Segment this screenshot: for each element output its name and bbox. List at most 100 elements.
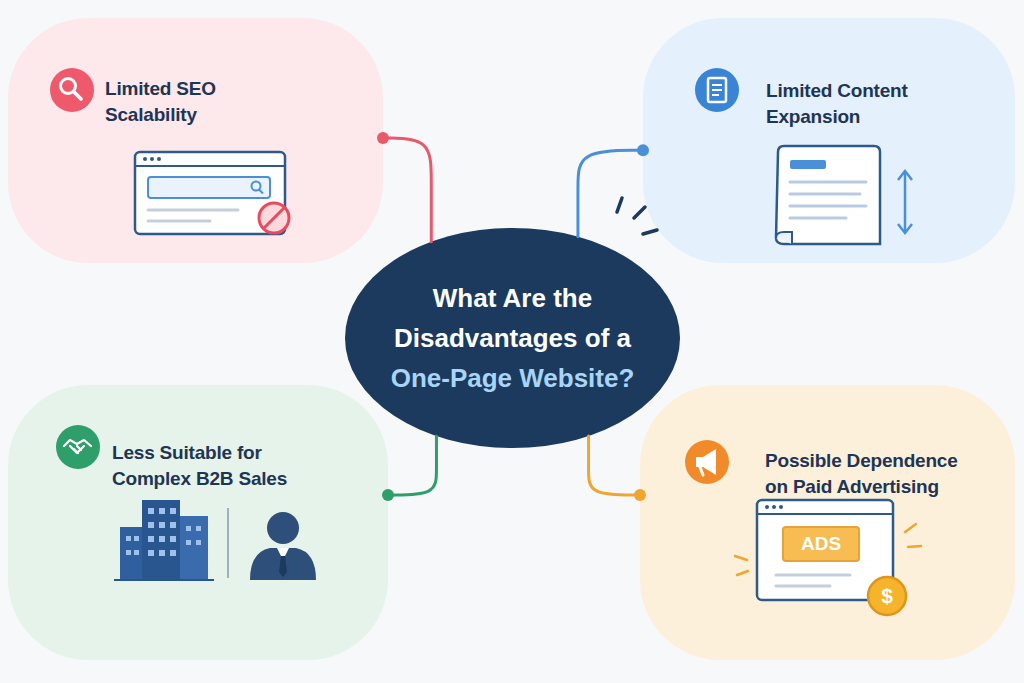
spark-line xyxy=(737,571,748,575)
topic-box: Possible Dependence on Paid Advertising xyxy=(640,385,1015,660)
document-icon xyxy=(712,84,722,86)
topic-title: Less Suitable for Complex B2B Sales xyxy=(112,440,312,492)
building xyxy=(180,516,208,580)
topic-box: Limited SEO Scalability xyxy=(8,18,383,263)
window xyxy=(148,508,154,514)
connector-dot xyxy=(634,489,646,501)
spark-line xyxy=(905,524,916,532)
search-glass xyxy=(259,190,263,194)
spark-line xyxy=(908,546,921,547)
connector-dot xyxy=(377,132,389,144)
person-head xyxy=(267,512,299,544)
connector-dot xyxy=(637,144,649,156)
window xyxy=(134,550,139,555)
window xyxy=(126,550,131,555)
window xyxy=(196,540,201,545)
window xyxy=(159,550,165,556)
spark-line xyxy=(617,198,622,212)
window xyxy=(126,536,131,541)
document-icon xyxy=(708,78,726,102)
icon-circle xyxy=(56,425,100,469)
ellipse-shape xyxy=(345,228,680,448)
no-sign xyxy=(264,208,285,229)
double-arrow xyxy=(898,171,912,180)
search-glass xyxy=(252,182,261,191)
text-line xyxy=(776,574,850,577)
double-arrow xyxy=(898,224,912,233)
browser-dot xyxy=(765,505,769,509)
window xyxy=(148,550,154,556)
text-line xyxy=(790,217,846,220)
search-field xyxy=(148,177,270,198)
text-line xyxy=(790,205,866,208)
divider-line xyxy=(227,508,229,578)
central-question: What Are the Disadvantages of a xyxy=(373,278,653,358)
window xyxy=(170,536,176,542)
browser-dot xyxy=(150,157,154,161)
window xyxy=(170,522,176,528)
text-line xyxy=(148,209,238,212)
ad-label: ADS xyxy=(801,533,841,555)
document-sheet xyxy=(776,146,880,244)
building xyxy=(120,527,144,580)
central-ellipse: What Are the Disadvantages of aOne-Page … xyxy=(345,228,680,448)
icon-circle xyxy=(50,68,94,112)
no-sign xyxy=(259,203,289,233)
window xyxy=(159,508,165,514)
icon-circle xyxy=(685,440,729,484)
document-icon xyxy=(712,94,719,96)
browser-window xyxy=(135,152,285,234)
spark-line xyxy=(634,207,645,218)
handshake-icon xyxy=(64,440,91,453)
browser-bar xyxy=(757,513,893,515)
topic-title: Possible Dependence on Paid Advertising xyxy=(765,448,977,500)
ellipse-text-holder: What Are the Disadvantages of aOne-Page … xyxy=(345,228,680,448)
text-line xyxy=(790,193,860,196)
topic-title: Limited SEO Scalability xyxy=(105,76,255,128)
magnifier-icon xyxy=(61,79,76,94)
document-icon xyxy=(712,89,722,91)
ad-banner xyxy=(783,527,859,561)
person-tie xyxy=(279,556,287,577)
window xyxy=(170,508,176,514)
megaphone-icon xyxy=(700,467,703,475)
window xyxy=(148,536,154,542)
connector-line xyxy=(578,150,643,236)
browser-bar xyxy=(135,165,285,167)
person-collar xyxy=(277,548,289,560)
building xyxy=(142,500,180,580)
browser-dot xyxy=(143,157,147,161)
icon-circle xyxy=(695,68,739,112)
document-header xyxy=(790,160,826,169)
double-arrow xyxy=(904,172,907,232)
browser-dot xyxy=(779,505,783,509)
browser-dot xyxy=(157,157,161,161)
text-line xyxy=(790,181,866,184)
connector-line xyxy=(383,138,431,242)
spark-line xyxy=(643,230,657,234)
window xyxy=(159,522,165,528)
spark-line xyxy=(735,556,747,560)
magnifier-icon xyxy=(74,92,82,100)
window xyxy=(170,550,176,556)
browser-dot xyxy=(772,505,776,509)
text-line xyxy=(776,585,830,588)
megaphone-icon xyxy=(696,449,716,475)
ground-line xyxy=(114,579,214,581)
window xyxy=(186,540,191,545)
connector-line xyxy=(388,436,436,495)
central-highlight: One-Page Website? xyxy=(373,358,653,398)
window xyxy=(196,526,201,531)
topic-box: Limited Content Expansion xyxy=(643,18,1015,263)
connector-dot xyxy=(382,489,394,501)
document-curl xyxy=(776,232,792,244)
topic-title: Limited Content Expansion xyxy=(766,78,946,130)
window xyxy=(148,522,154,528)
connector-line xyxy=(589,436,640,495)
person-body xyxy=(250,548,316,580)
